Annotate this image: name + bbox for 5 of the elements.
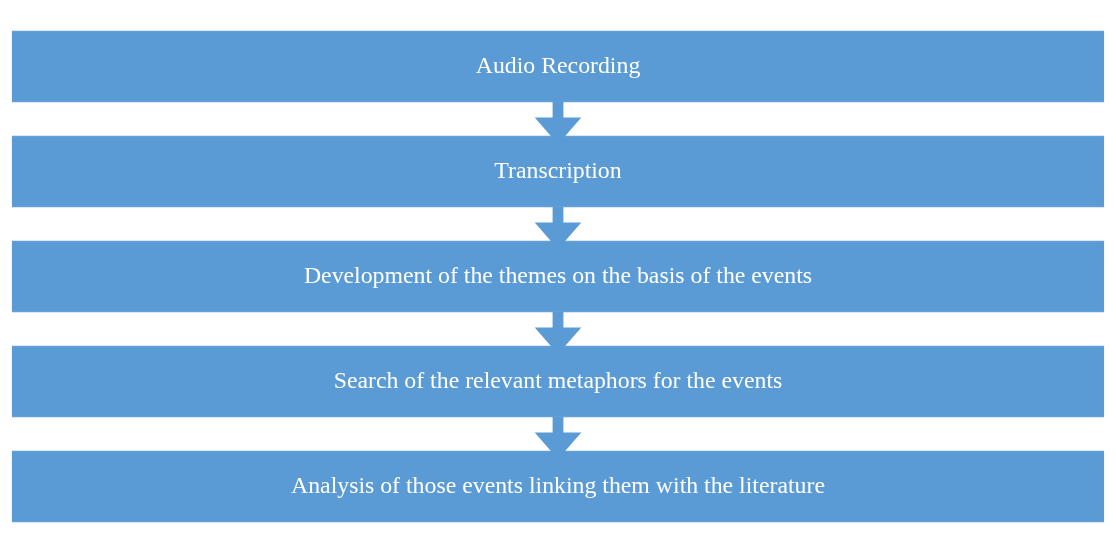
node-box: Audio Recording [11, 30, 1105, 102]
node-box: Development of the themes on the basis of the events [11, 240, 1105, 312]
node-box: Transcription [11, 135, 1105, 207]
node-box: Analysis of those events linking them with the literature [11, 450, 1105, 522]
node-box: Search of the relevant metaphors for the events [11, 345, 1105, 417]
